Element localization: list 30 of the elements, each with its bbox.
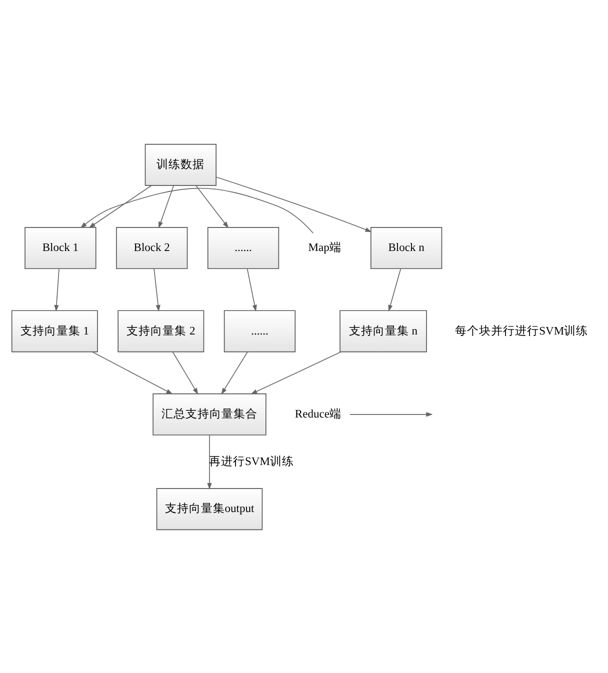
node-box: 支持向量集 1 (11, 310, 98, 352)
node-text: Reduce端 (294, 408, 342, 420)
arrow (154, 268, 160, 312)
node-box: Block n (370, 226, 442, 269)
node-box: 支持向量集output (156, 488, 263, 530)
arrow (158, 184, 174, 228)
node-box: ...... (224, 310, 296, 352)
arrow (207, 434, 212, 490)
arrow (388, 268, 402, 312)
arrow (250, 350, 342, 394)
arrow (80, 187, 314, 233)
arrow (221, 351, 248, 394)
arrow (172, 351, 198, 394)
node-text: Map端 (308, 242, 342, 254)
arrow (92, 351, 173, 394)
node-box: 训练数据 (144, 143, 216, 186)
arrow (88, 184, 152, 228)
node-box: 支持向量集 n (340, 310, 427, 352)
label: 每个块并行进行SVM训练 (455, 324, 588, 337)
arrow (196, 184, 229, 228)
node-box: Block 1 (24, 226, 96, 269)
arrow (246, 268, 257, 312)
node-box: 支持向量集 2 (118, 310, 204, 352)
node-box: ...... (207, 226, 280, 269)
arrow (350, 412, 433, 416)
arrow (54, 268, 60, 312)
node-box: 汇总支持向量集合 (152, 392, 266, 435)
edge-label: 再进行SVM训练 (209, 455, 294, 468)
node-box: Block 2 (116, 226, 188, 269)
arrow (216, 176, 372, 232)
